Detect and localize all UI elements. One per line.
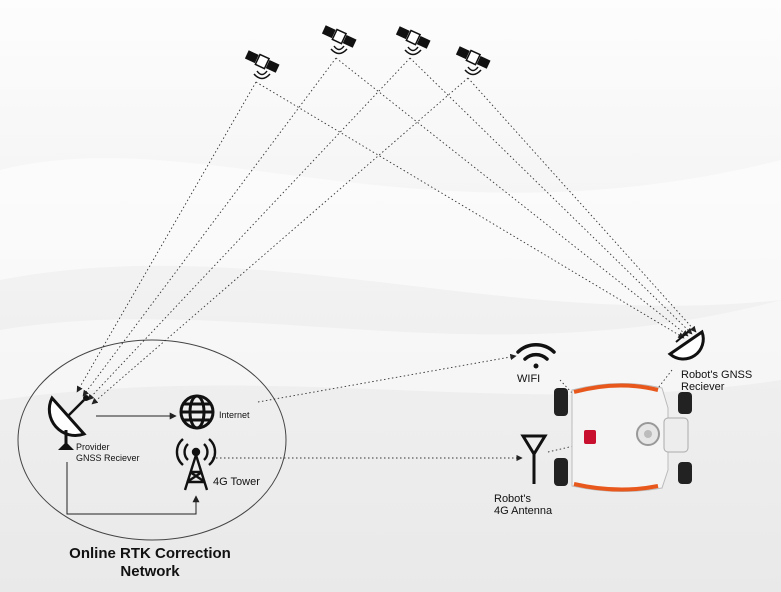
satellite-icon (244, 49, 281, 80)
provider-label-line1: Provider (76, 442, 110, 452)
satellite-dish-icon (47, 395, 89, 450)
robot-antenna-label-line2: 4G Antenna (494, 505, 553, 517)
network-title-line2: Network (120, 563, 180, 580)
robot-receiver-label-line1: Robot's GNSS (681, 369, 753, 381)
satellite-icon (455, 45, 492, 76)
wifi-icon (516, 343, 556, 369)
satellite-dish-icon (667, 329, 705, 361)
provider-label-line2: GNSS Reciever (76, 453, 140, 463)
cell-tower-icon (175, 438, 217, 491)
satellite-icon (395, 25, 432, 56)
internet-label: Internet (219, 410, 250, 420)
robot-antenna-label-line1: Robot's (494, 493, 531, 505)
robot-mower-icon (554, 383, 692, 493)
satellite-links (76, 57, 697, 405)
robot-receiver-label-line2: Reciever (681, 381, 725, 393)
background-waves (0, 158, 781, 400)
globe-icon (179, 394, 215, 430)
network-title-line1: Online RTK Correction (69, 545, 231, 562)
antenna-icon (520, 434, 548, 484)
tower-label: 4G Tower (213, 476, 260, 488)
network-links (66, 412, 200, 515)
network-title: Online RTK Correction Network (30, 545, 270, 581)
wifi-label: WIFI (517, 373, 541, 385)
satellite-icon (321, 24, 358, 55)
network-boundary (17, 339, 287, 541)
